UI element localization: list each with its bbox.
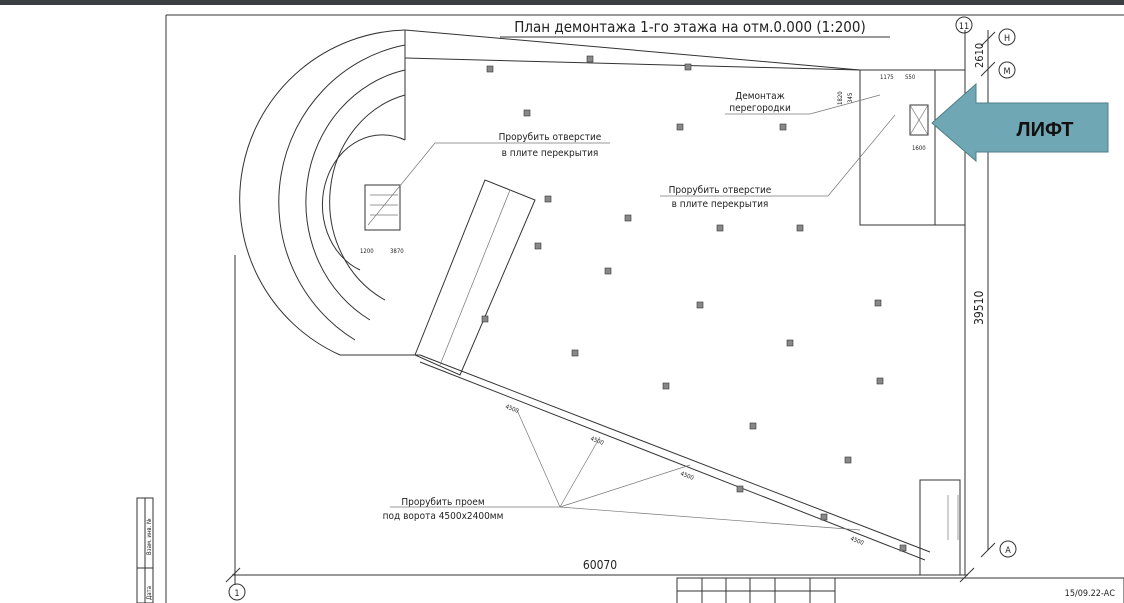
- dim-room-3: 1820: [837, 91, 844, 105]
- dim-room-2: 550: [905, 74, 916, 81]
- dim-stair-1: 1200: [360, 248, 374, 255]
- callout-slab-hole-left: Прорубить отверстие в плите перекрытия: [367, 131, 610, 226]
- walls: [404, 29, 966, 576]
- dim-top-bay: 2610: [973, 43, 986, 68]
- callout-text: в плите перекрытия: [672, 199, 769, 210]
- dim-gate-2: 4500: [589, 435, 605, 447]
- viewer-top-bar: [0, 0, 1124, 5]
- callout-text: Демонтаж: [735, 91, 785, 102]
- axis-bubble-H: Н: [998, 28, 1016, 46]
- axis-bubble-M: М: [998, 61, 1016, 79]
- dimension-overall-width: 60070: [225, 255, 975, 585]
- dim-stair-2: 3870: [390, 248, 404, 255]
- axis-bubble-11: 11: [955, 16, 973, 34]
- callout-gate-opening: Прорубить проем под ворота 4500х2400мм: [383, 409, 861, 531]
- callout-text: перегородки: [729, 103, 791, 114]
- svg-text:Н: Н: [1004, 34, 1010, 44]
- lift-label: ЛИФТ: [1017, 119, 1074, 141]
- callout-text: в плите перекрытия: [502, 148, 599, 159]
- dim-gate-3: 4500: [679, 470, 695, 482]
- svg-text:А: А: [1005, 546, 1011, 556]
- dim-room-5: 1600: [912, 145, 926, 152]
- svg-text:1: 1: [234, 589, 239, 599]
- dim-gate-4: 4500: [849, 535, 865, 547]
- drawing-code: 15/09.22-АС: [1065, 589, 1116, 599]
- columns: [481, 55, 907, 552]
- side-label-replace-inv: Взам. инв. №: [146, 518, 153, 555]
- drawing-title: План демонтажа 1-го этажа на отм.0.000 (…: [514, 18, 866, 36]
- lift-arrow: ЛИФТ: [931, 82, 1109, 163]
- callout-text: Прорубить проем: [401, 496, 484, 508]
- svg-text:11: 11: [959, 22, 969, 32]
- svg-text:М: М: [1004, 67, 1011, 77]
- side-label-date: Дата: [146, 586, 153, 600]
- dim-room-4: 345: [847, 93, 854, 103]
- axis-bubble-A: А: [999, 540, 1017, 558]
- title-block: 15/09.22-АС: [676, 577, 1124, 603]
- callout-slab-hole-right: Прорубить отверстие в плите перекрытия: [660, 114, 896, 210]
- callout-partition-demolition: Демонтаж перегородки: [725, 91, 881, 115]
- callout-text: Прорубить отверстие: [669, 184, 772, 196]
- axis-bubble-1: 1: [228, 583, 246, 601]
- callout-text: Прорубить отверстие: [499, 131, 602, 143]
- dim-room-1: 1175: [880, 74, 894, 81]
- dim-overall-width: 60070: [583, 558, 617, 572]
- callout-text: под ворота 4500х2400мм: [383, 511, 504, 522]
- side-stamp: Взам. инв. № Дата: [136, 497, 154, 603]
- dim-overall-depth: 39510: [972, 291, 986, 325]
- dim-gate-1: 4500: [504, 403, 520, 415]
- rotunda: [239, 29, 420, 356]
